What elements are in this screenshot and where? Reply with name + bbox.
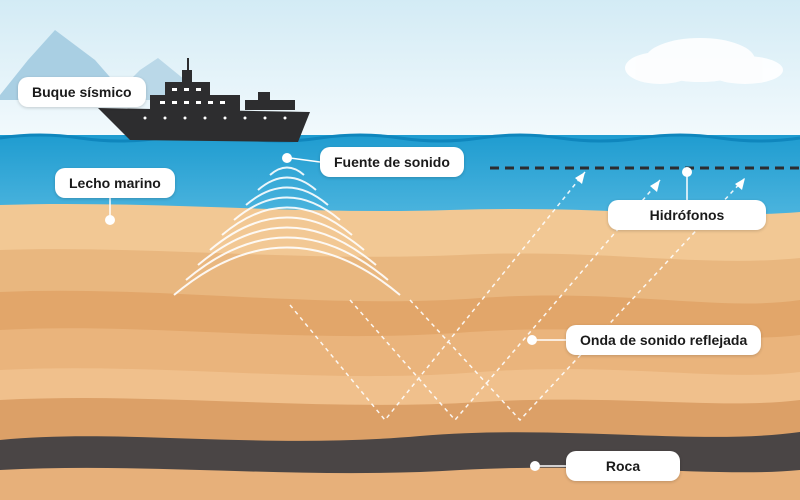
label-reflected-wave: Onda de sonido reflejada [566, 325, 762, 355]
cloud [625, 38, 783, 84]
anchor-dots [105, 153, 692, 471]
label-seabed: Lecho marino [55, 168, 175, 198]
seismic-ship [98, 58, 310, 142]
reflected-arrowheads [575, 172, 745, 192]
leader-lines [109, 157, 688, 467]
sea-surface [0, 133, 800, 143]
label-sound-source: Fuente de sonido [320, 147, 464, 177]
label-hydrophones: Hidrófonos [608, 200, 766, 230]
label-seismic-ship: Buque sísmico [18, 77, 146, 107]
label-rock: Roca [566, 451, 680, 481]
reflected-waves [289, 171, 746, 422]
sound-waves [173, 166, 401, 296]
